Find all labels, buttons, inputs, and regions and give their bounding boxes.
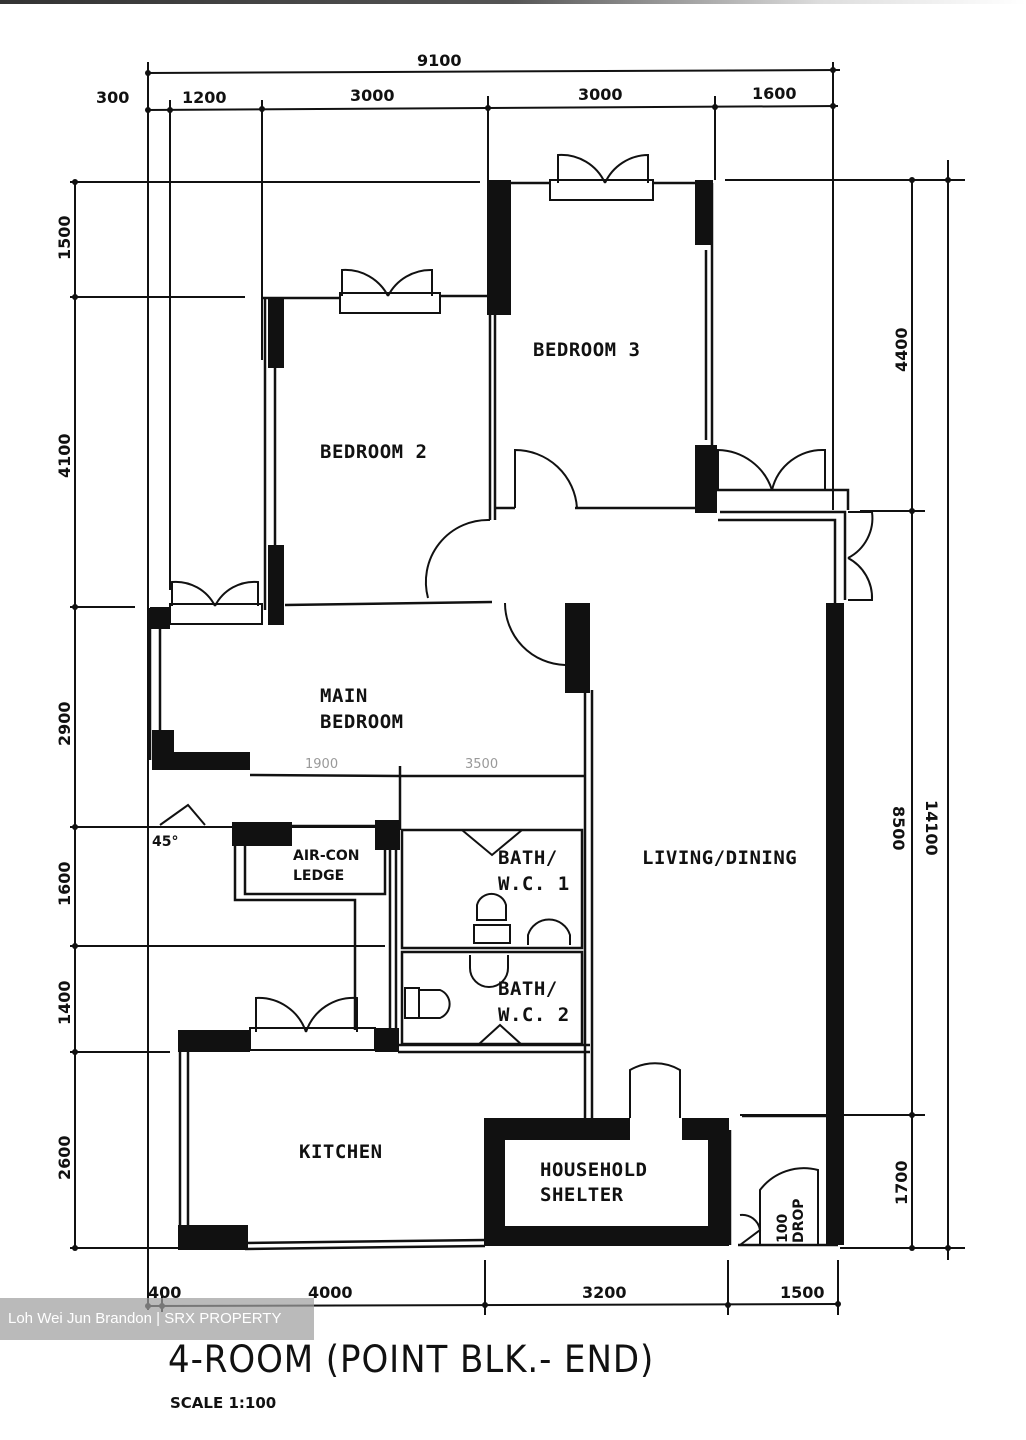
faint-mark: 1900 [305,757,338,772]
dim-top-4: 1600 [752,84,797,103]
dim-right-2: 1700 [892,1160,911,1205]
watermark: Loh Wei Jun Brandon | SRX PROPERTY [0,1298,314,1340]
room-label-living-dining: LIVING/DINING [642,847,797,869]
dim-top-1: 1200 [182,88,227,107]
dim-left-1: 4100 [55,433,74,478]
room-label-bath-1-2: W.C. 1 [498,873,570,895]
dim-bottom-2: 3200 [582,1283,627,1302]
room-label-bedroom-2: BEDROOM 2 [320,441,427,463]
doors [159,448,819,1246]
room-label-kitchen: KITCHEN [299,1141,383,1163]
dim-right-1: 8500 [889,806,908,851]
top-edge-strip [0,0,1026,4]
room-label-bath-1: BATH/ [498,847,558,869]
room-label-aircon-ledge: AIR-CON [293,848,360,864]
windows [169,153,874,1051]
plan-scale: SCALE 1:100 [170,1394,277,1412]
room-label-bath-2-2: W.C. 2 [498,1004,570,1026]
dim-top-overall: 9100 [417,51,462,70]
room-label-household-shelter-2: SHELTER [540,1184,624,1206]
dim-left-3: 1600 [55,861,74,906]
walls-solid [150,180,844,1250]
dim-top-0: 300 [96,88,129,107]
dim-left-0: 1500 [55,215,74,260]
dim-bottom-1: 4000 [308,1283,353,1302]
plan-title: 4-ROOM (POINT BLK.- END) [168,1338,655,1381]
dim-left-5: 2600 [55,1135,74,1180]
dim-top-2: 3000 [350,86,395,105]
dim-right-overall: 14100 [922,800,941,856]
dim-left-2: 2900 [55,701,74,746]
dim-left-4: 1400 [55,980,74,1025]
dim-bottom-3: 1500 [780,1283,825,1302]
room-label-main-bedroom-2: BEDROOM [320,711,404,733]
room-label-household-shelter: HOUSEHOLD [540,1159,647,1181]
angle-note: 45° [152,834,178,850]
room-label-bath-2: BATH/ [498,978,558,1000]
room-label-aircon-ledge-2: LEDGE [293,868,344,884]
room-label-refuse-drop: 100 [775,1214,791,1243]
sanitary-fixtures [404,892,571,1019]
dim-right-0: 4400 [892,327,911,372]
faint-mark: 3500 [465,757,498,772]
dimension-lines [70,62,965,1315]
room-label-refuse-drop-2: DROP [791,1198,807,1243]
dim-top-3: 3000 [578,85,623,104]
dim-bottom-0: 400 [148,1283,181,1302]
dimension-ticks [72,67,951,1309]
walls-thin [148,180,850,1251]
room-label-main-bedroom: MAIN [320,685,368,707]
room-label-bedroom-3: BEDROOM 3 [533,339,640,361]
